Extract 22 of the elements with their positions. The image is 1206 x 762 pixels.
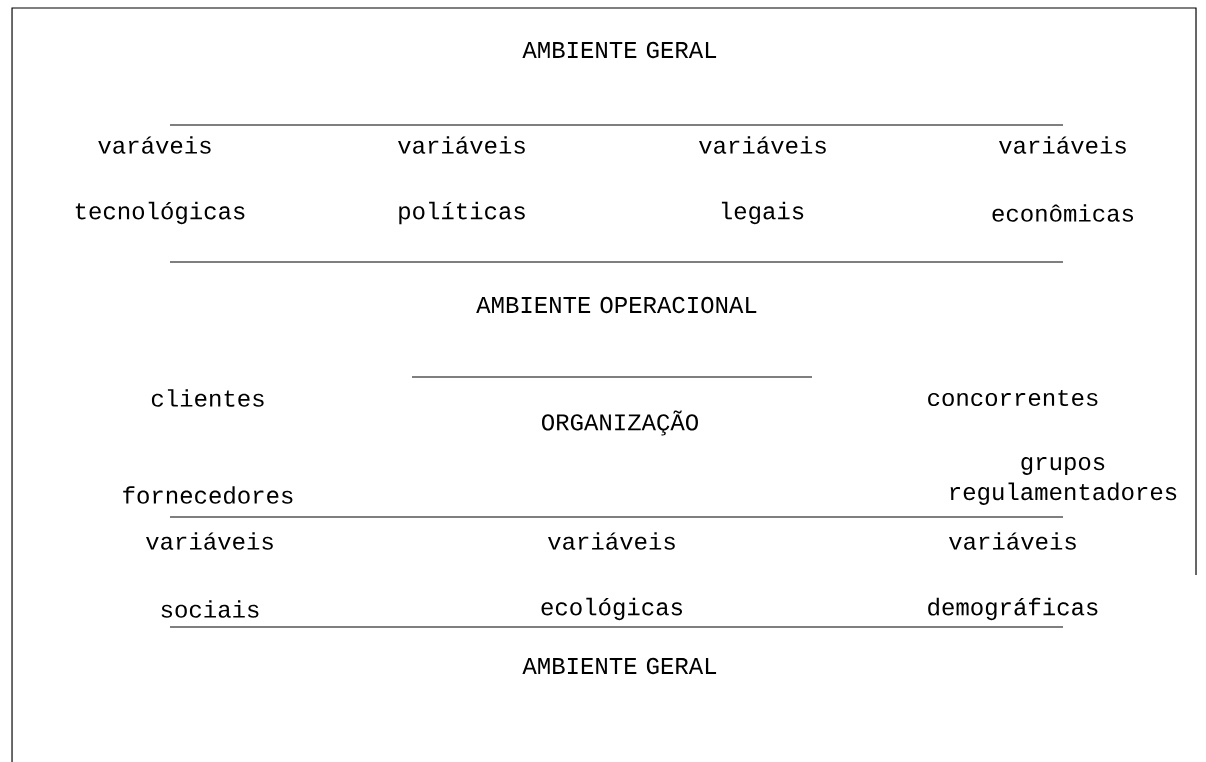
label-text: clientes <box>151 389 264 407</box>
label-text: sociais <box>161 600 259 618</box>
label-text: varáveis <box>98 136 211 154</box>
label-text: fornecedores <box>123 486 293 504</box>
label-text: variáveis <box>949 532 1076 550</box>
label-text: variáveis <box>999 136 1126 154</box>
label-text: demográficas <box>928 597 1098 621</box>
label-text: AMBIENTE GERAL <box>522 657 717 675</box>
label-text: variáveis <box>548 532 675 550</box>
label-text: AMBIENTE OPERACIONAL <box>476 296 757 314</box>
label-text: variáveis <box>699 136 826 154</box>
label-text: variáveis <box>146 532 273 550</box>
label-text: econômicas <box>992 204 1133 222</box>
label-text: ecológicas <box>541 597 682 621</box>
label-text: tecnológicas <box>75 201 245 225</box>
label-text: concorrentes <box>928 389 1098 407</box>
label-text: AMBIENTE GERAL <box>522 41 717 59</box>
label-text: legais <box>721 201 804 225</box>
label-text: ORGANIZAÇÃO <box>542 410 698 436</box>
label-text: variáveis <box>398 136 525 154</box>
label-text: grupos regulamentadores <box>950 457 1177 505</box>
label-text: políticas <box>399 201 525 225</box>
